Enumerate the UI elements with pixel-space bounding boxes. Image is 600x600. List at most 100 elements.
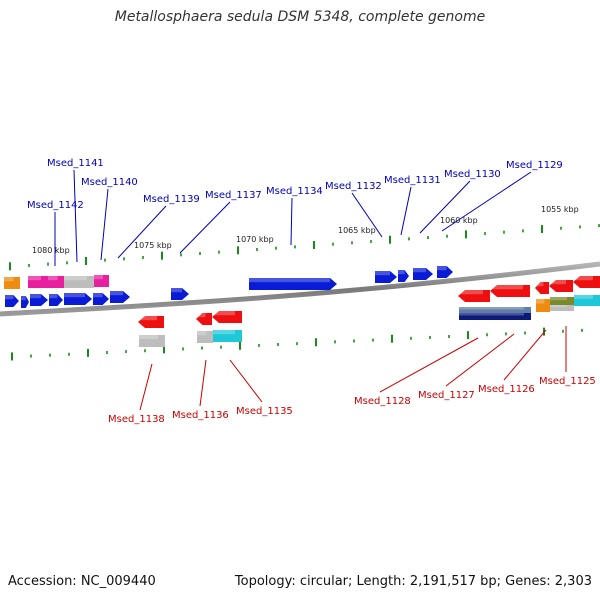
gene-highlight: [459, 313, 524, 316]
kbp-label: 1055 kbp: [541, 205, 579, 214]
gene-feature: [94, 275, 109, 287]
gene-feature: [459, 307, 531, 314]
gene-feature: [413, 268, 433, 280]
gene-highlight: [398, 270, 405, 275]
gene-highlight: [375, 271, 390, 276]
gene-label: Msed_1136: [172, 410, 229, 421]
kbp-labels: 1080 kbp 1075 kbp 1070 kbp 1065 kbp 1060 kbp…: [32, 205, 579, 255]
gene-highlight: [64, 276, 87, 281]
gene-highlight: [574, 295, 593, 299]
gene-feature: [4, 277, 20, 289]
gene-feature: [30, 294, 48, 306]
kbp-label: 1070 kbp: [236, 235, 274, 244]
accession-text: Accession: NC_009440: [8, 574, 156, 589]
gene-label: Msed_1131: [384, 175, 441, 186]
gene-label: Msed_1138: [108, 414, 165, 425]
label-leader-line: [503, 329, 547, 381]
gene-feature: [21, 296, 29, 308]
gene-highlight: [21, 296, 26, 301]
gene-feature: [458, 290, 490, 302]
gene-feature: [212, 311, 242, 323]
gene-highlight: [213, 330, 235, 335]
gene-label: Msed_1134: [266, 186, 323, 197]
label-leader-line: [117, 205, 167, 259]
map-title: Metallosphaera sedula DSM 5348, complete…: [114, 9, 486, 25]
gene-feature: [93, 293, 109, 305]
kbp-label: 1065 kbp: [338, 226, 376, 235]
gene-label: Msed_1135: [236, 406, 293, 417]
gene-label: Msed_1139: [143, 194, 200, 205]
gene-feature: [48, 276, 64, 288]
gene-highlight: [139, 335, 158, 340]
gene-highlight: [458, 290, 483, 295]
gene-highlight: [550, 305, 567, 308]
gene-feature: [459, 313, 531, 320]
gene-highlight: [171, 288, 182, 293]
gene-label: Msed_1125: [539, 376, 596, 387]
gene-label: Msed_1141: [47, 158, 104, 169]
gene-feature: [28, 276, 48, 288]
label-leader-line: [290, 197, 293, 246]
label-leader-line: [199, 359, 207, 407]
gene-label: Msed_1128: [354, 396, 411, 407]
label-leader-line: [100, 188, 109, 261]
gene-label: Msed_1126: [478, 384, 535, 395]
gene-highlight: [490, 285, 523, 290]
gene-highlight: [28, 276, 41, 281]
gene-feature: [49, 294, 63, 306]
gene-highlight: [413, 268, 426, 273]
gene-highlight: [110, 291, 123, 296]
gene-highlight: [573, 276, 593, 281]
kbp-label: 1080 kbp: [32, 246, 70, 255]
gene-feature: [490, 285, 530, 297]
label-leader-line: [400, 186, 412, 236]
gene-highlight: [4, 277, 14, 282]
gene-feature: [574, 295, 600, 306]
gene-highlight: [196, 313, 206, 318]
gene-feature: [64, 293, 92, 305]
label-leader-line: [379, 337, 479, 393]
gene-feature: [437, 266, 453, 278]
gene-feature: [249, 278, 337, 290]
gene-feature: [535, 282, 549, 294]
gene-highlight: [212, 311, 235, 316]
gene-highlight: [535, 282, 544, 287]
gene-label: Msed_1137: [205, 190, 262, 201]
gene-highlight: [30, 294, 41, 299]
gene-feature: [110, 291, 130, 303]
gene-highlight: [249, 278, 330, 283]
label-leader-line: [351, 192, 383, 238]
gene-label: Msed_1130: [444, 169, 501, 180]
gene-label: Msed_1127: [418, 390, 475, 401]
genome-summary-text: Topology: circular; Length: 2,191,517 bp…: [234, 574, 592, 589]
gene-highlight: [138, 316, 157, 321]
gene-highlight: [49, 294, 58, 299]
gene-feature: [213, 330, 242, 342]
label-leader-line: [229, 359, 263, 403]
gene-features: [4, 266, 600, 347]
gene-feature: [550, 297, 574, 306]
gene-feature: [64, 276, 94, 288]
gene-highlight: [549, 280, 566, 285]
gene-highlight: [64, 293, 85, 298]
gene-feature: [5, 295, 19, 307]
gene-label: Msed_1132: [325, 181, 382, 192]
label-leaders: [54, 169, 567, 411]
gene-feature: [398, 270, 409, 282]
gene-label: Msed_1142: [27, 200, 84, 211]
gene-feature: [138, 316, 164, 328]
gene-highlight: [437, 266, 447, 271]
gene-feature: [197, 331, 213, 343]
label-leader-line: [73, 169, 78, 263]
gene-highlight: [93, 293, 103, 298]
gene-feature: [375, 271, 397, 283]
gene-highlight: [550, 297, 567, 301]
label-leader-line: [441, 171, 532, 232]
kbp-label: 1060 kbp: [440, 216, 478, 225]
tick-marks: [9, 224, 600, 361]
kbp-label: 1075 kbp: [134, 241, 172, 250]
label-leader-line: [179, 201, 231, 254]
gene-highlight: [536, 299, 545, 304]
gene-label: Msed_1140: [81, 177, 138, 188]
